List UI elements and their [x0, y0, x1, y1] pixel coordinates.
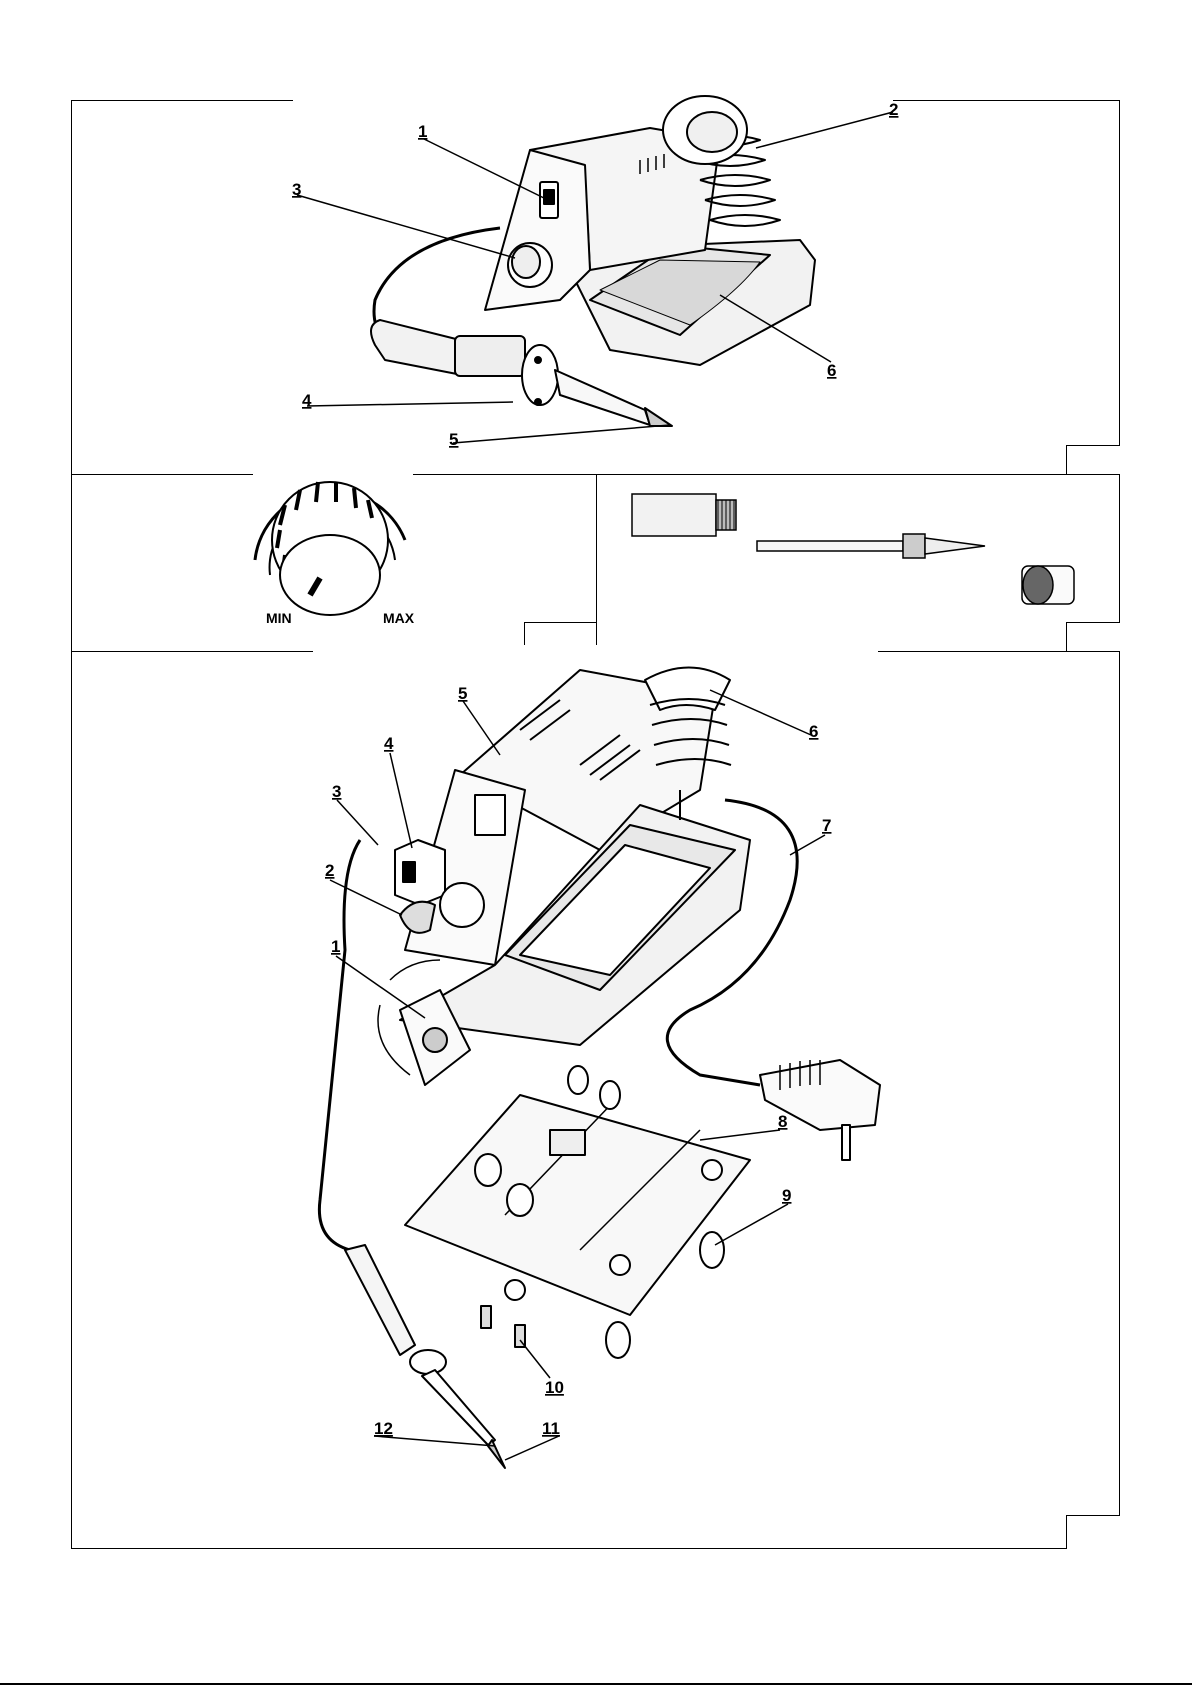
exploded-callout-1: 1 — [331, 937, 340, 956]
callout-5: 5 — [449, 430, 458, 449]
exploded-callout-3: 3 — [332, 782, 341, 801]
exploded-callout-9: 9 — [782, 1186, 791, 1205]
exploded-callout-5: 5 — [458, 684, 467, 703]
exploded-callout-8: 8 — [778, 1112, 787, 1131]
callout-3: 3 — [292, 180, 301, 199]
exploded-callout-6: 6 — [809, 722, 818, 741]
temperature-knob-illustration — [255, 482, 405, 615]
exploded-callout-7: 7 — [822, 816, 831, 835]
callout-2: 2 — [889, 100, 898, 119]
exploded-callout-10: 10 — [545, 1378, 564, 1397]
replacement-parts-illustration — [632, 494, 1074, 604]
exploded-view-illustration — [319, 668, 880, 1469]
exploded-callout-11: 11 — [542, 1419, 560, 1438]
callout-4: 4 — [302, 391, 312, 410]
exploded-callout-4: 4 — [384, 734, 394, 753]
knob-max-label: MAX — [383, 610, 415, 626]
callout-1: 1 — [418, 122, 427, 141]
exploded-callout-12: 12 — [374, 1419, 393, 1438]
knob-min-label: MIN — [266, 610, 292, 626]
callout-6: 6 — [827, 361, 836, 380]
exploded-callout-2: 2 — [325, 861, 334, 880]
